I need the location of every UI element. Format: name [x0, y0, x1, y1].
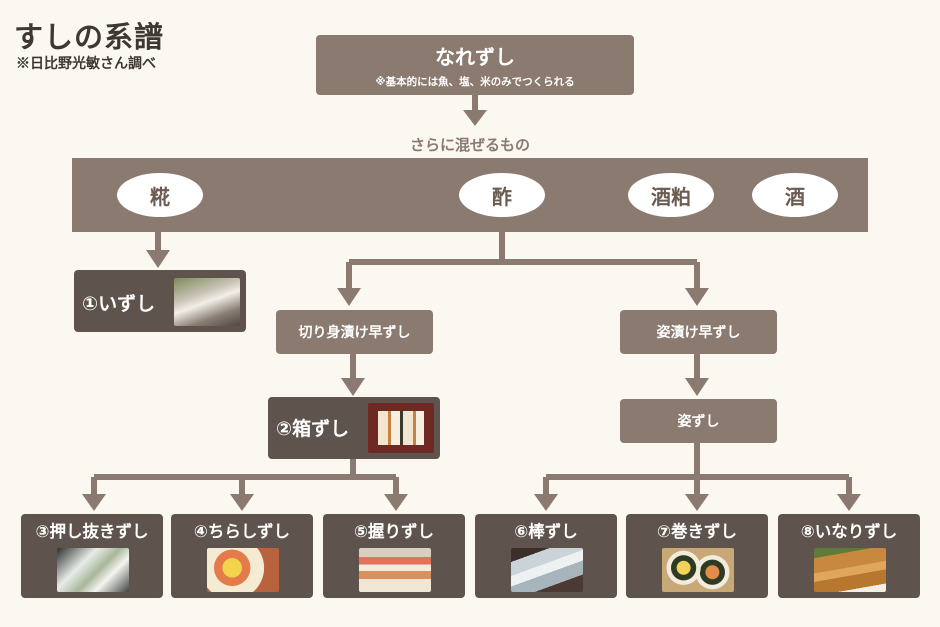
nigirizushi-box: ⑤握りずし	[323, 514, 465, 598]
izushi-photo-icon	[174, 278, 240, 326]
makizushi-label: ⑦巻きずし	[657, 522, 737, 541]
izushi-box: ①いずし	[74, 270, 246, 332]
sugatazushi-box: 姿ずし	[620, 399, 777, 443]
hakozushi-photo-icon	[368, 403, 434, 453]
diagram-subtitle: ※日比野光敏さん調べ	[16, 56, 156, 72]
makizushi-photo-icon	[662, 548, 734, 592]
hakozushi-label: ②箱ずし	[276, 418, 350, 440]
bouzushi-photo-icon	[511, 548, 583, 592]
ingredient-koji: 糀	[117, 173, 203, 217]
narezushi-note: ※基本的には魚、塩、米のみでつくられる	[375, 76, 575, 88]
oshinukizushi-photo-icon	[57, 548, 129, 592]
oshinukizushi-label: ③押し抜きずし	[35, 522, 149, 541]
makizushi-box: ⑦巻きずし	[626, 514, 768, 598]
inarizushi-label: ⑧いなりずし	[800, 522, 898, 541]
diagram-title: すしの系譜	[14, 20, 165, 54]
chirashizushi-box: ④ちらしずし	[171, 514, 313, 598]
nigirizushi-photo-icon	[359, 548, 431, 592]
chirashizushi-photo-icon	[207, 548, 279, 592]
hakozushi-box: ②箱ずし	[268, 397, 440, 459]
sugatazuke-hayazushi-box: 姿漬け早ずし	[620, 310, 777, 354]
kirimi-hayazushi-box: 切り身漬け早ずし	[276, 310, 433, 354]
nigirizushi-label: ⑤握りずし	[354, 522, 434, 541]
narezushi-label: なれずし	[435, 45, 515, 69]
bouzushi-label: ⑥棒ずし	[514, 522, 578, 541]
chirashizushi-label: ④ちらしずし	[193, 522, 291, 541]
ingredient-sakekasu: 酒粕	[628, 173, 714, 217]
narezushi-box: なれずし ※基本的には魚、塩、米のみでつくられる	[316, 35, 634, 95]
ingredient-sake: 酒	[752, 173, 838, 217]
inarizushi-box: ⑧いなりずし	[778, 514, 920, 598]
bouzushi-box: ⑥棒ずし	[475, 514, 617, 598]
izushi-label: ①いずし	[82, 293, 156, 315]
mix-label: さらに混ぜるもの	[409, 136, 530, 154]
inarizushi-photo-icon	[814, 548, 886, 592]
oshinukizushi-box: ③押し抜きずし	[21, 514, 163, 598]
ingredient-vinegar: 酢	[459, 173, 545, 217]
